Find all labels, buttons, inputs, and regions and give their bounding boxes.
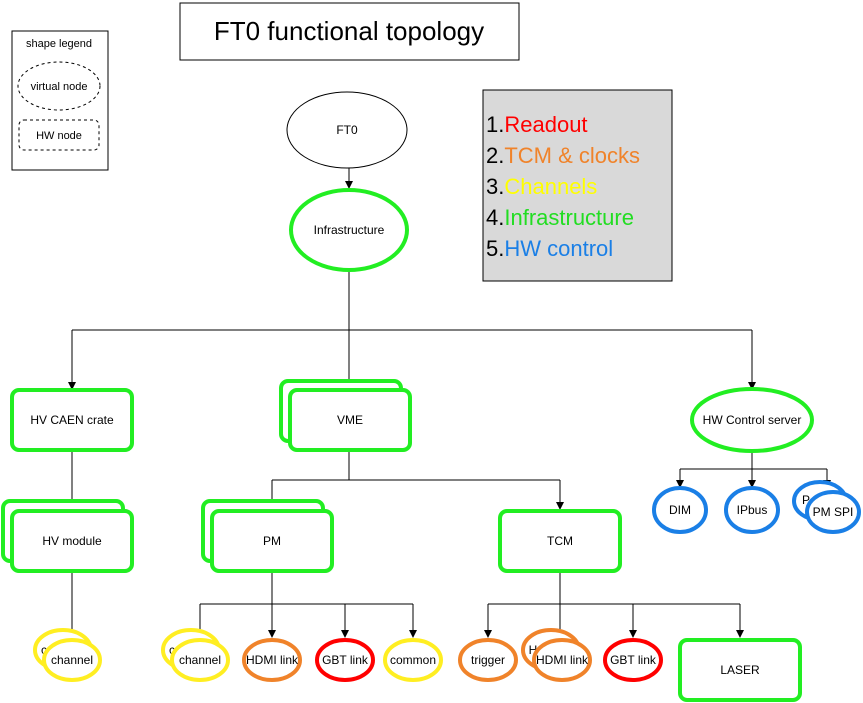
node-ipbus[interactable]: IPbus xyxy=(724,486,780,534)
svg-text:GBT link: GBT link xyxy=(610,653,657,667)
node-pm-hdmi-link[interactable]: HDMI link xyxy=(242,638,302,682)
key-item: 3.Channels xyxy=(486,174,597,199)
node-hv-module[interactable]: HV module xyxy=(1,499,134,573)
key-item-label: Infrastructure xyxy=(504,205,634,230)
color-key-box xyxy=(482,89,673,282)
svg-text:channel: channel xyxy=(179,653,221,667)
node-hw-control-server[interactable]: HW Control server xyxy=(690,387,814,453)
legend-hw-label: HW node xyxy=(36,130,82,142)
svg-text:GBT link: GBT link xyxy=(322,653,369,667)
legend-virtual-shape xyxy=(17,61,101,111)
node-ft0[interactable]: FT0 xyxy=(286,91,408,169)
connectors xyxy=(68,168,831,638)
node-tcm-hdmi-link[interactable]: H HDMI link xyxy=(521,628,592,682)
key-item-number: 1. xyxy=(486,112,504,137)
node-tcm-trigger[interactable]: trigger xyxy=(458,638,518,682)
svg-text:trigger: trigger xyxy=(471,653,505,667)
key-item-number: 2. xyxy=(486,143,504,168)
svg-text:TCM: TCM xyxy=(547,534,573,548)
svg-text:PM SPI: PM SPI xyxy=(813,505,854,519)
node-hv-channel[interactable]: c channel xyxy=(33,628,102,682)
node-infrastructure[interactable]: Infrastructure xyxy=(289,188,409,272)
key-item: 2.TCM & clocks xyxy=(486,143,640,168)
svg-text:HW Control server: HW Control server xyxy=(703,413,802,427)
key-item: 5.HW control xyxy=(486,236,613,261)
svg-text:VME: VME xyxy=(337,413,363,427)
diagram-title: FT0 functional topology xyxy=(179,2,520,61)
node-pm[interactable]: PM xyxy=(201,499,334,573)
node-pm-spi[interactable]: P PM SPI xyxy=(792,480,861,534)
key-item-number: 5. xyxy=(486,236,504,261)
svg-text:H: H xyxy=(529,643,538,657)
svg-text:IPbus: IPbus xyxy=(737,503,768,517)
key-item-number: 3. xyxy=(486,174,504,199)
svg-text:DIM: DIM xyxy=(669,503,691,517)
legend-heading: shape legend xyxy=(26,38,92,50)
svg-text:HV CAEN crate: HV CAEN crate xyxy=(30,413,114,427)
node-laser[interactable]: LASER xyxy=(678,638,802,702)
svg-text:c: c xyxy=(169,643,175,657)
key-item-number: 4. xyxy=(486,205,504,230)
node-pm-gbt-link[interactable]: GBT link xyxy=(315,638,375,682)
key-item-label: HW control xyxy=(504,236,613,261)
legend-virtual-label: virtual node xyxy=(31,81,88,93)
node-dim[interactable]: DIM xyxy=(652,486,708,534)
svg-text:Infrastructure: Infrastructure xyxy=(314,223,385,237)
key-item: 4.Infrastructure xyxy=(486,205,634,230)
svg-text:HDMI link: HDMI link xyxy=(246,653,299,667)
svg-text:FT0 functional topology: FT0 functional topology xyxy=(214,16,484,46)
node-pm-channel[interactable]: c channel xyxy=(161,628,230,682)
key-item-label: Channels xyxy=(504,174,597,199)
svg-text:P: P xyxy=(802,493,810,507)
key-item-label: TCM & clocks xyxy=(504,143,640,168)
svg-text:channel: channel xyxy=(51,653,93,667)
shape-legend: shape legend virtual node HW node xyxy=(11,30,109,171)
node-hv-caen-crate[interactable]: HV CAEN crate xyxy=(10,388,134,452)
node-pm-common[interactable]: common xyxy=(383,638,443,682)
node-vme[interactable]: VME xyxy=(279,379,412,452)
svg-text:LASER: LASER xyxy=(720,663,760,677)
svg-text:PM: PM xyxy=(263,534,281,548)
node-tcm[interactable]: TCM xyxy=(498,509,622,573)
svg-text:HV module: HV module xyxy=(42,534,102,548)
key-item: 1.Readout xyxy=(486,112,588,137)
node-tcm-gbt-link[interactable]: GBT link xyxy=(603,638,663,682)
key-item-label: Readout xyxy=(504,112,587,137)
svg-text:c: c xyxy=(41,643,47,657)
svg-text:common: common xyxy=(390,653,436,667)
svg-text:FT0: FT0 xyxy=(336,123,358,137)
svg-text:HDMI link: HDMI link xyxy=(536,653,589,667)
legend-hw-shape xyxy=(18,119,100,151)
